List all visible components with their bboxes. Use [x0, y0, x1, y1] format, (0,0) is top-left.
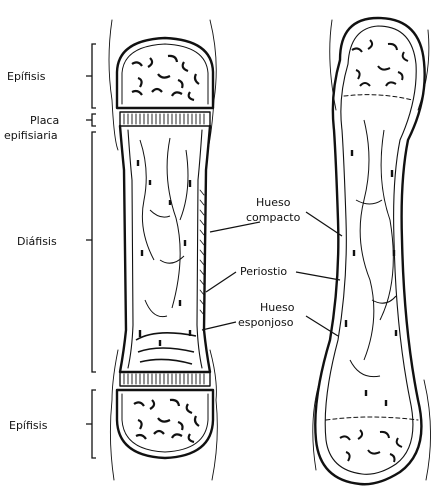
label-periostio: Periostio: [240, 265, 287, 278]
diaphysis-shaft: [120, 126, 210, 372]
label-epifisis-bottom: Epífisis: [9, 419, 48, 432]
left-bone: [109, 20, 217, 480]
left-soft-tissue-outline-bottom: [110, 350, 217, 480]
right-bone-outline: [315, 18, 424, 484]
bracket-diafisis: [86, 132, 96, 372]
leader-hueso-esponjoso-left: [202, 322, 236, 330]
label-diafisis: Diáfisis: [17, 235, 57, 248]
label-epifisis-top: Epífisis: [7, 70, 46, 83]
bracket-placa: [86, 114, 96, 126]
leader-hueso-compacto-right: [306, 212, 342, 236]
top-growth-plate: [120, 112, 210, 126]
bottom-growth-plate-hatching: [124, 374, 204, 384]
leader-periostio-left: [206, 272, 236, 292]
label-hueso-compacto-line1: Hueso: [256, 196, 291, 209]
label-hueso-esponjoso-line2: esponjoso: [238, 316, 294, 329]
left-cortex-inner: [128, 130, 133, 368]
label-hueso-esponjoso-line1: Hueso: [260, 301, 295, 314]
bottom-epiphysis: [117, 390, 213, 458]
label-placa-line2: epifisiaria: [4, 129, 58, 142]
brackets: [86, 44, 96, 458]
right-spongy-texture: [340, 40, 408, 462]
label-hueso-compacto-line2: compacto: [246, 211, 301, 224]
top-growth-plate-hatching: [124, 114, 204, 124]
left-spongy-texture: [132, 56, 199, 442]
bracket-epifisis-top: [86, 44, 96, 108]
right-epiphyseal-line-bottom: [326, 417, 418, 420]
right-soft-tissue-outline: [313, 20, 431, 480]
right-cortex-inner: [197, 130, 202, 368]
label-placa-line1: Placa: [30, 114, 59, 127]
leader-periostio-right: [296, 272, 340, 280]
right-bone: [313, 18, 431, 484]
bracket-epifisis-bottom: [86, 390, 96, 458]
right-epiphyseal-line-top: [344, 95, 412, 100]
left-soft-tissue-outline: [109, 20, 216, 150]
bottom-growth-plate: [120, 372, 210, 386]
top-epiphysis: [117, 38, 213, 108]
